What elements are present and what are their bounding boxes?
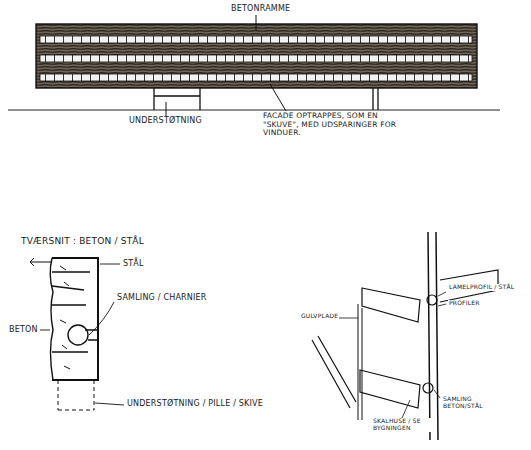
sketch-label: BETONRAMME (230, 4, 291, 13)
sketch-label: UNDERSTØTNING / PILLE / SKIVE (126, 399, 264, 408)
elevation (8, 15, 500, 116)
sketch-label: BETON (8, 325, 39, 334)
sketch-label: SAMLING / CHARNIER (116, 293, 208, 302)
sketch-label: GULVPLADE (300, 313, 339, 320)
sketch-label: UNDERSTØTNING (128, 116, 203, 125)
sketch-label: TVÆRSNIT : BETON / STÅL (20, 236, 145, 246)
sketch-label: SKALHUSE / SE BYGNINGEN (372, 418, 434, 432)
cross-section (30, 258, 124, 410)
sketch-label: PROFILER (448, 300, 481, 307)
sketch-label: LAMELPROFIL / STÅL (448, 284, 520, 291)
sketch-label: FACADE OPTRAPPES, SOM EN "SKUVE", MED UD… (262, 112, 414, 138)
sketch-label: STÅL (122, 259, 145, 268)
sketch-label: SAMLING BETON/STÅL (442, 396, 514, 410)
